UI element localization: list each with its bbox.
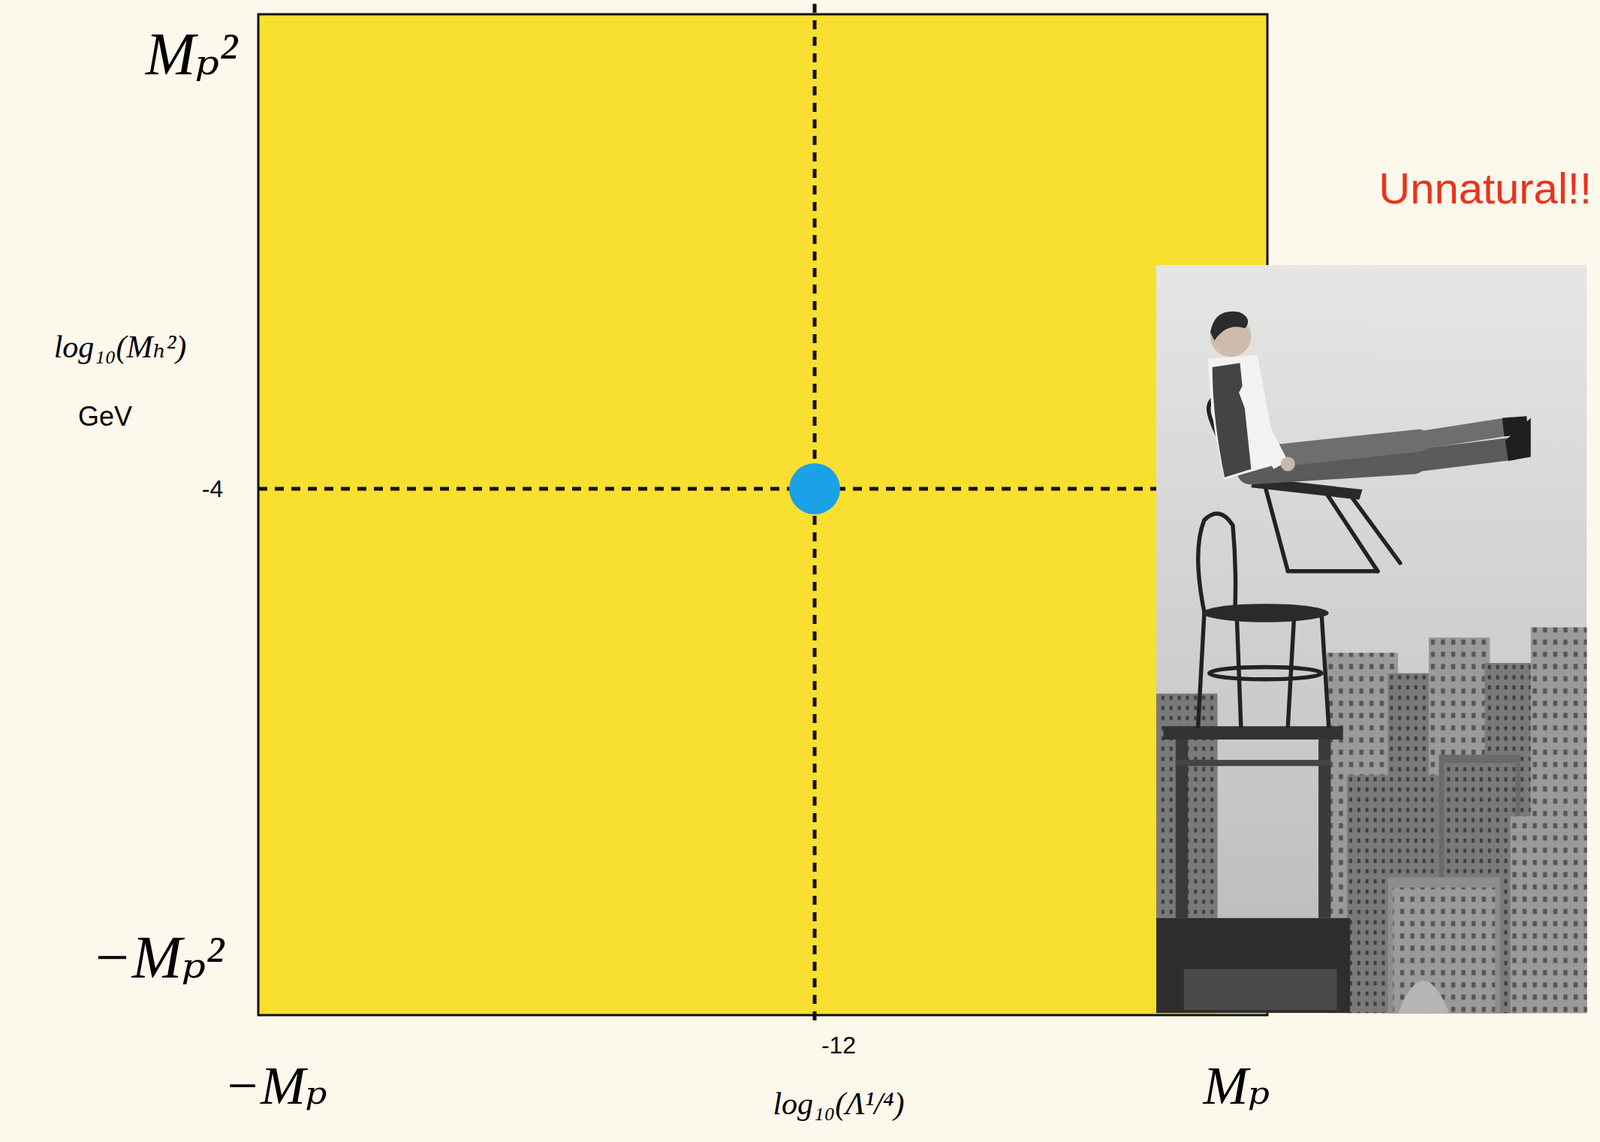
axis-min-label: −Mₚ: [223, 1056, 327, 1116]
axis-max-label: Mₚ²: [145, 21, 239, 88]
balancing-photo: [1156, 265, 1592, 1025]
guide-line: [258, 487, 1161, 492]
parameter-region: [258, 14, 1268, 1016]
tick-value: -4: [201, 476, 223, 503]
axis-max-label: Mₚ: [1203, 1056, 1271, 1116]
tick-value: -12: [821, 1032, 856, 1059]
unit-label: GeV: [78, 401, 133, 432]
observed-point: [789, 463, 841, 515]
axis-title: log₁₀(Mₕ²): [54, 329, 187, 365]
verdict-label: Unnatural!!: [1378, 164, 1592, 213]
guide-line: [813, 3, 817, 1028]
axis-title: log₁₀(Λ¹/⁴): [772, 1086, 904, 1121]
axis-min-label: −Mₚ²: [91, 924, 225, 991]
